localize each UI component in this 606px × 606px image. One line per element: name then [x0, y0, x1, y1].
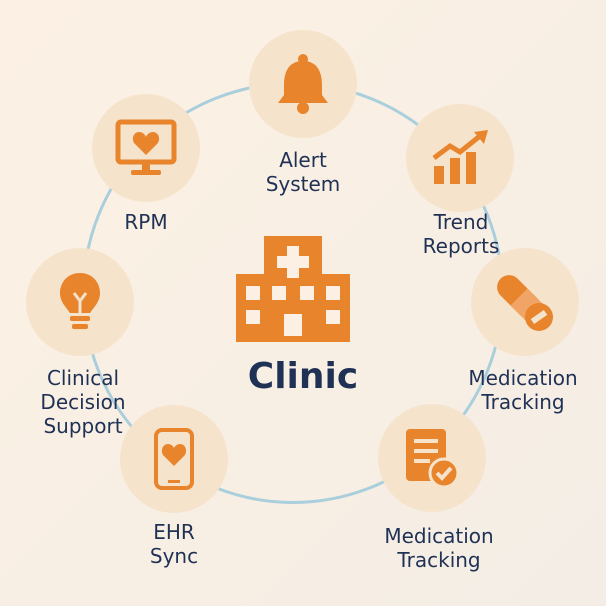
- label-medication-tracking-2: Medication Tracking: [384, 524, 494, 572]
- lightbulb-icon: [60, 273, 100, 329]
- node-clinical-decision-support[interactable]: [26, 248, 134, 356]
- monitor-heart-icon: [115, 119, 177, 175]
- bell-icon: [278, 54, 328, 114]
- pill-icon: [497, 275, 553, 331]
- node-ehr-sync[interactable]: [120, 405, 228, 513]
- center-title: Clinic: [247, 356, 359, 397]
- label-rpm: RPM: [124, 210, 168, 234]
- label-medication-tracking-1: Medication Tracking: [468, 366, 578, 414]
- node-trend-reports[interactable]: [406, 104, 514, 212]
- hospital-icon: [236, 236, 350, 342]
- phone-heart-icon: [154, 428, 194, 490]
- document-check-icon: [406, 429, 460, 489]
- trend-chart-icon: [432, 130, 488, 184]
- label-trend-reports: Trend Reports: [422, 210, 500, 258]
- label-clinical-decision-support: Clinical Decision Support: [40, 366, 126, 438]
- node-medication-tracking-document[interactable]: [378, 404, 486, 512]
- node-rpm[interactable]: [92, 94, 200, 202]
- label-ehr-sync: EHR Sync: [149, 520, 199, 568]
- node-medication-tracking-pill[interactable]: [471, 248, 579, 356]
- label-alert-system: Alert System: [265, 148, 341, 196]
- node-alert-system[interactable]: [249, 30, 357, 138]
